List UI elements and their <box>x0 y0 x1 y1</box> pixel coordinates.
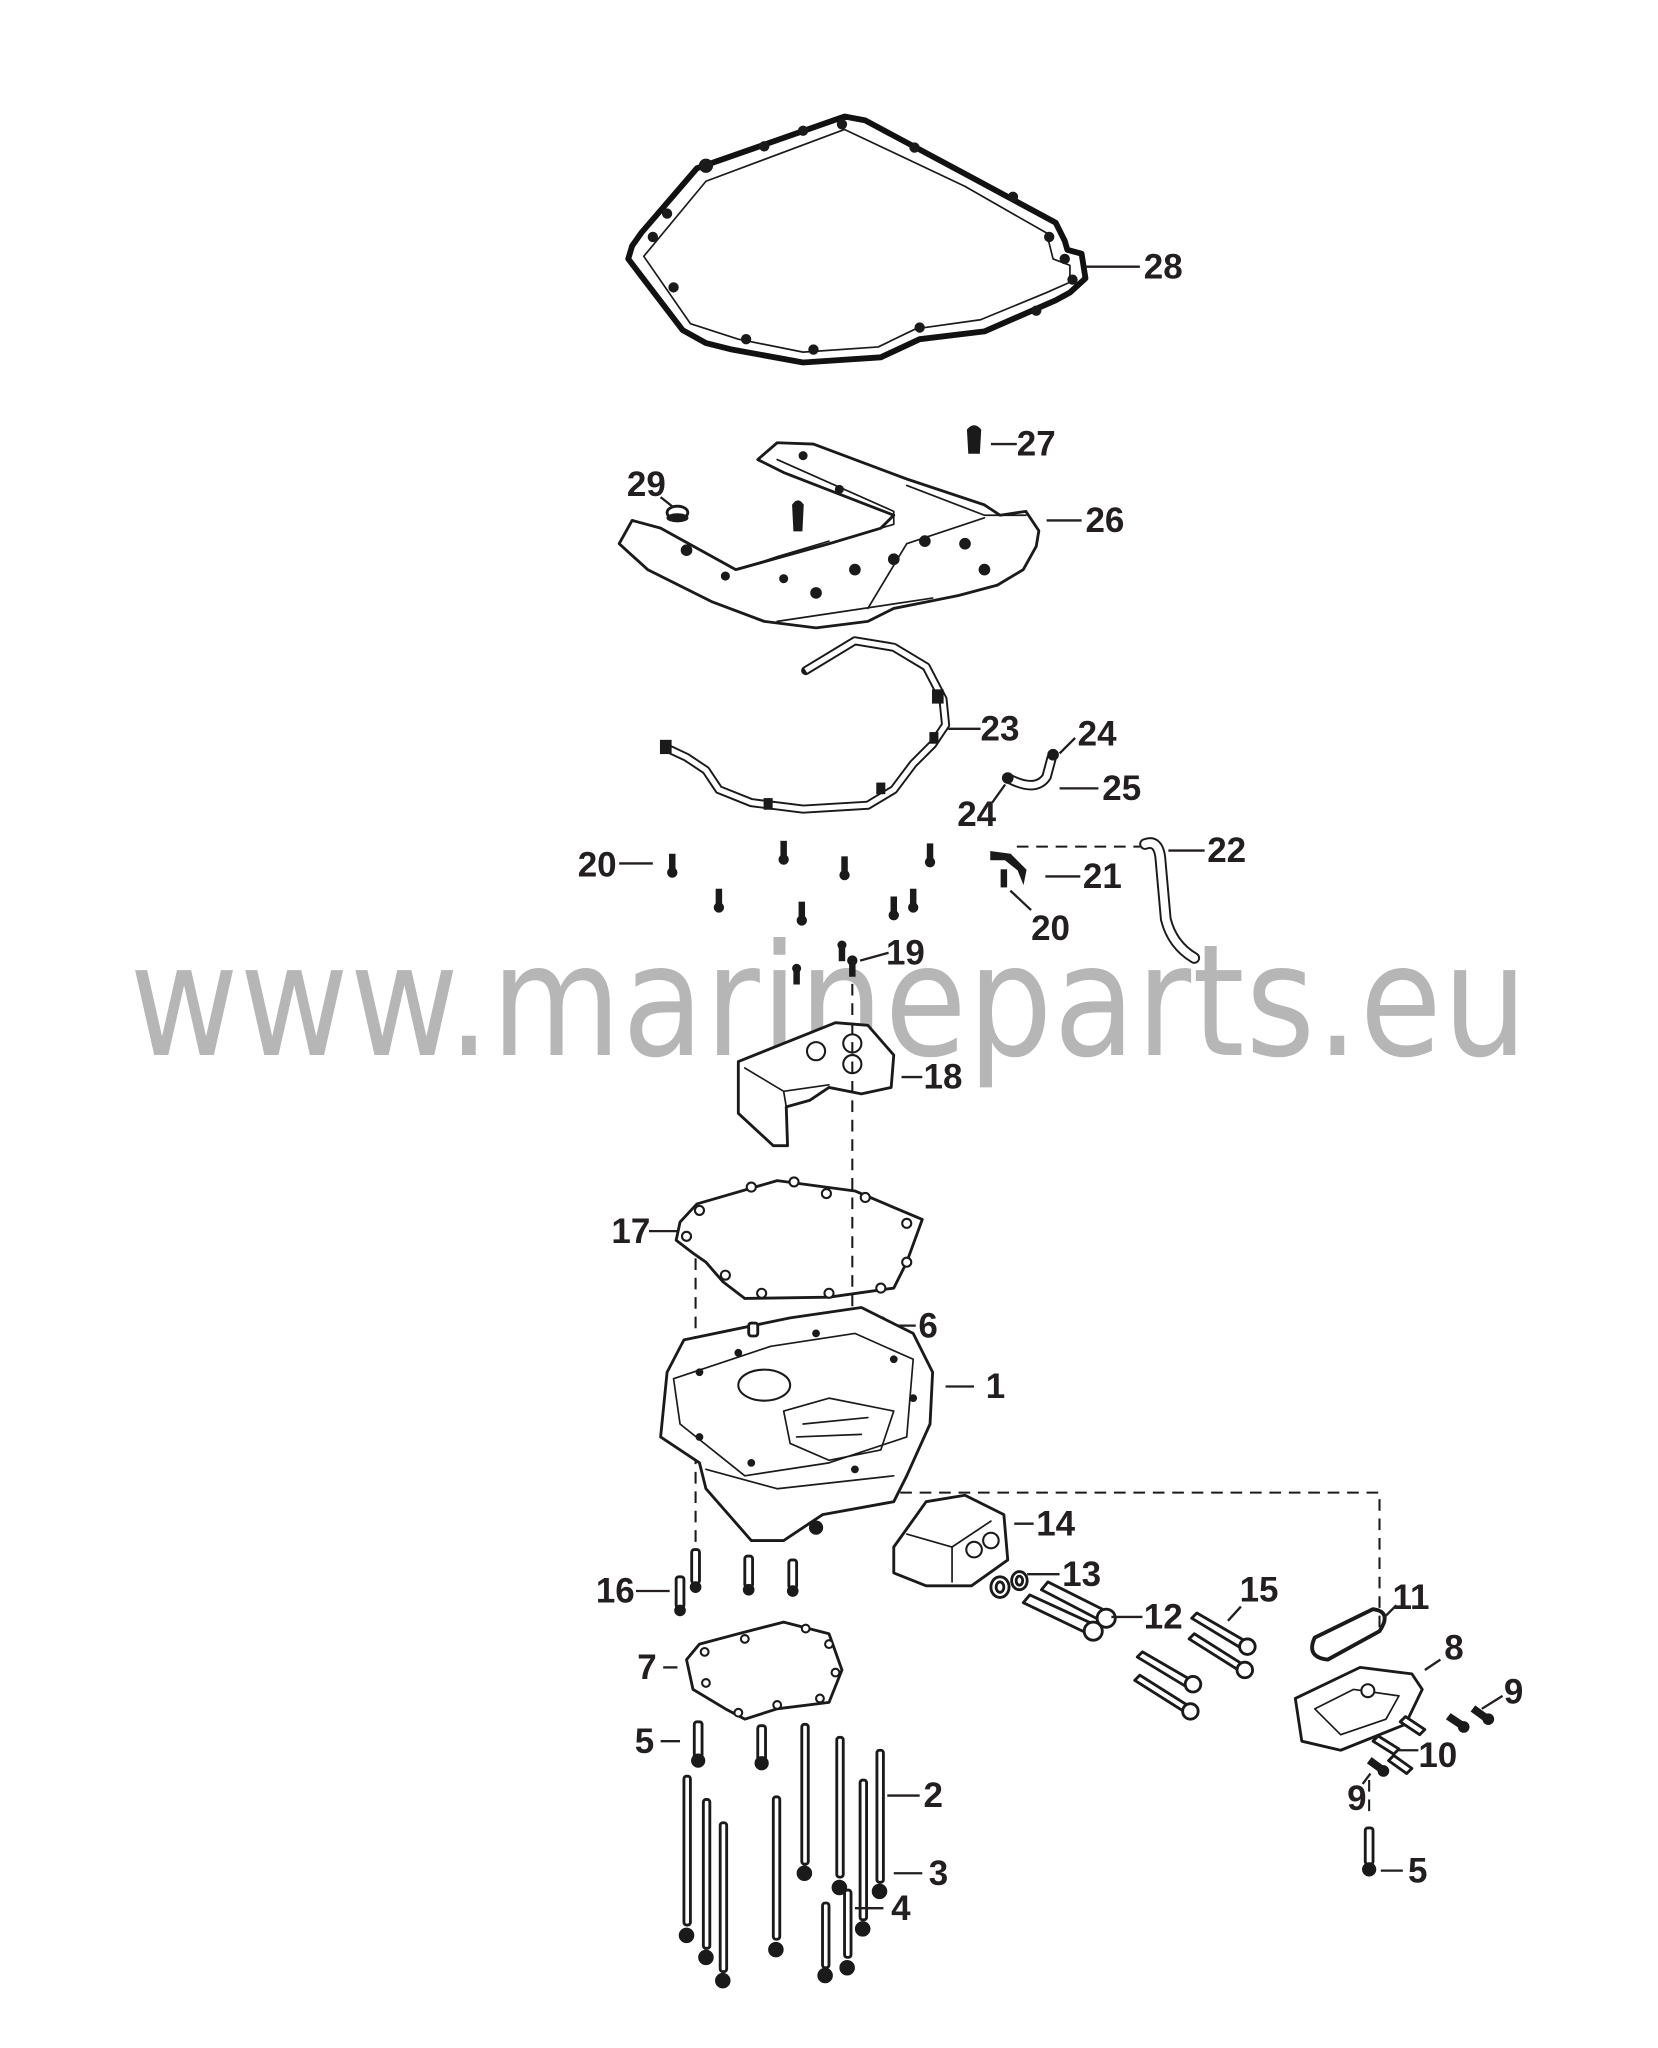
callout-22[interactable]: 22 <box>1207 831 1246 870</box>
long-hose[interactable] <box>1139 837 1201 964</box>
callout-27[interactable]: 27 <box>1017 425 1056 464</box>
leader-11 <box>1382 1604 1398 1620</box>
callout-7[interactable]: 7 <box>637 1648 656 1687</box>
top-gasket-seal[interactable] <box>625 113 1089 366</box>
callout-15[interactable]: 15 <box>1240 1570 1279 1609</box>
hose-clamp-upper <box>1047 748 1059 761</box>
leader-24b <box>991 783 1007 804</box>
seal-ring[interactable] <box>1310 1607 1387 1662</box>
leader-19 <box>859 951 889 962</box>
bracket-housing[interactable] <box>1293 1665 1424 1752</box>
assembly-line-right <box>880 1491 1381 1632</box>
mounting-plate[interactable] <box>617 441 1041 630</box>
cooler-block[interactable] <box>892 1493 1010 1588</box>
callout-13[interactable]: 13 <box>1062 1555 1101 1594</box>
bracket-clip[interactable] <box>990 851 1027 888</box>
callout-12[interactable]: 12 <box>1144 1598 1183 1637</box>
callout-18[interactable]: 18 <box>924 1058 963 1097</box>
callout-14[interactable]: 14 <box>1036 1504 1075 1543</box>
callout-20-right[interactable]: 20 <box>1031 909 1070 948</box>
bolts-left[interactable] <box>691 1720 769 1771</box>
wiring-hose-harness[interactable] <box>659 636 951 814</box>
bolts[interactable] <box>1133 1611 1257 1721</box>
cover-shield[interactable] <box>736 1021 896 1148</box>
callout-16[interactable]: 16 <box>596 1572 635 1611</box>
screws-right[interactable] <box>1445 1705 1495 1733</box>
leader-9a <box>1481 1694 1504 1710</box>
callout-20-left[interactable]: 20 <box>578 845 617 884</box>
push-clip[interactable] <box>966 425 982 454</box>
callout-6[interactable]: 6 <box>918 1306 937 1345</box>
long-studs[interactable] <box>682 1722 885 1974</box>
callout-4[interactable]: 4 <box>891 1889 911 1928</box>
callout-21[interactable]: 21 <box>1083 857 1122 896</box>
callout-1[interactable]: 1 <box>986 1367 1005 1406</box>
leader-24a <box>1058 737 1076 755</box>
callout-9-lower[interactable]: 9 <box>1347 1779 1366 1818</box>
upper-gasket[interactable] <box>674 1176 924 1300</box>
screw-set[interactable] <box>667 840 936 926</box>
leader-20b <box>1009 889 1032 911</box>
adapter-plate-housing[interactable] <box>659 1306 935 1542</box>
leader-15 <box>1227 1605 1242 1622</box>
grommet[interactable] <box>665 504 690 523</box>
o-rings[interactable] <box>989 1570 1029 1599</box>
callout-11[interactable]: 11 <box>1392 1578 1429 1617</box>
callout-17[interactable]: 17 <box>611 1212 650 1251</box>
screw-lower[interactable] <box>1366 1757 1390 1777</box>
callout-26[interactable]: 26 <box>1085 501 1124 540</box>
leader-29 <box>659 496 675 509</box>
callout-29[interactable]: 29 <box>627 465 666 504</box>
callout-23[interactable]: 23 <box>981 709 1020 748</box>
leader-9b <box>1361 1772 1372 1785</box>
lower-gasket[interactable] <box>685 1620 844 1721</box>
screw-single <box>1000 869 1008 888</box>
hose-clamp-lower <box>1001 772 1014 784</box>
callout-3[interactable]: 3 <box>929 1854 948 1893</box>
long-bolts[interactable] <box>1021 1580 1117 1642</box>
leader-8 <box>1424 1658 1442 1671</box>
callout-2[interactable]: 2 <box>924 1776 943 1815</box>
callout-8[interactable]: 8 <box>1444 1629 1463 1668</box>
callout-24-upper[interactable]: 24 <box>1078 715 1117 754</box>
short-hose[interactable] <box>1001 748 1059 791</box>
housing-bolts[interactable] <box>674 1548 799 1617</box>
callout-25[interactable]: 25 <box>1102 769 1141 808</box>
callout-5-left[interactable]: 5 <box>635 1722 654 1761</box>
callout-28[interactable]: 28 <box>1144 247 1183 286</box>
callout-10[interactable]: 10 <box>1418 1736 1457 1775</box>
callout-5-right[interactable]: 5 <box>1408 1851 1427 1890</box>
callout-9-right[interactable]: 9 <box>1504 1673 1523 1712</box>
short-studs[interactable] <box>821 1888 853 1970</box>
stud-screws[interactable] <box>792 940 858 985</box>
bolt-right[interactable] <box>1362 1826 1377 1877</box>
callout-19[interactable]: 19 <box>886 933 925 972</box>
callout-24-lower[interactable]: 24 <box>957 795 996 834</box>
nuts[interactable] <box>678 1865 888 1989</box>
dowel-bolts[interactable] <box>1371 1715 1427 1775</box>
